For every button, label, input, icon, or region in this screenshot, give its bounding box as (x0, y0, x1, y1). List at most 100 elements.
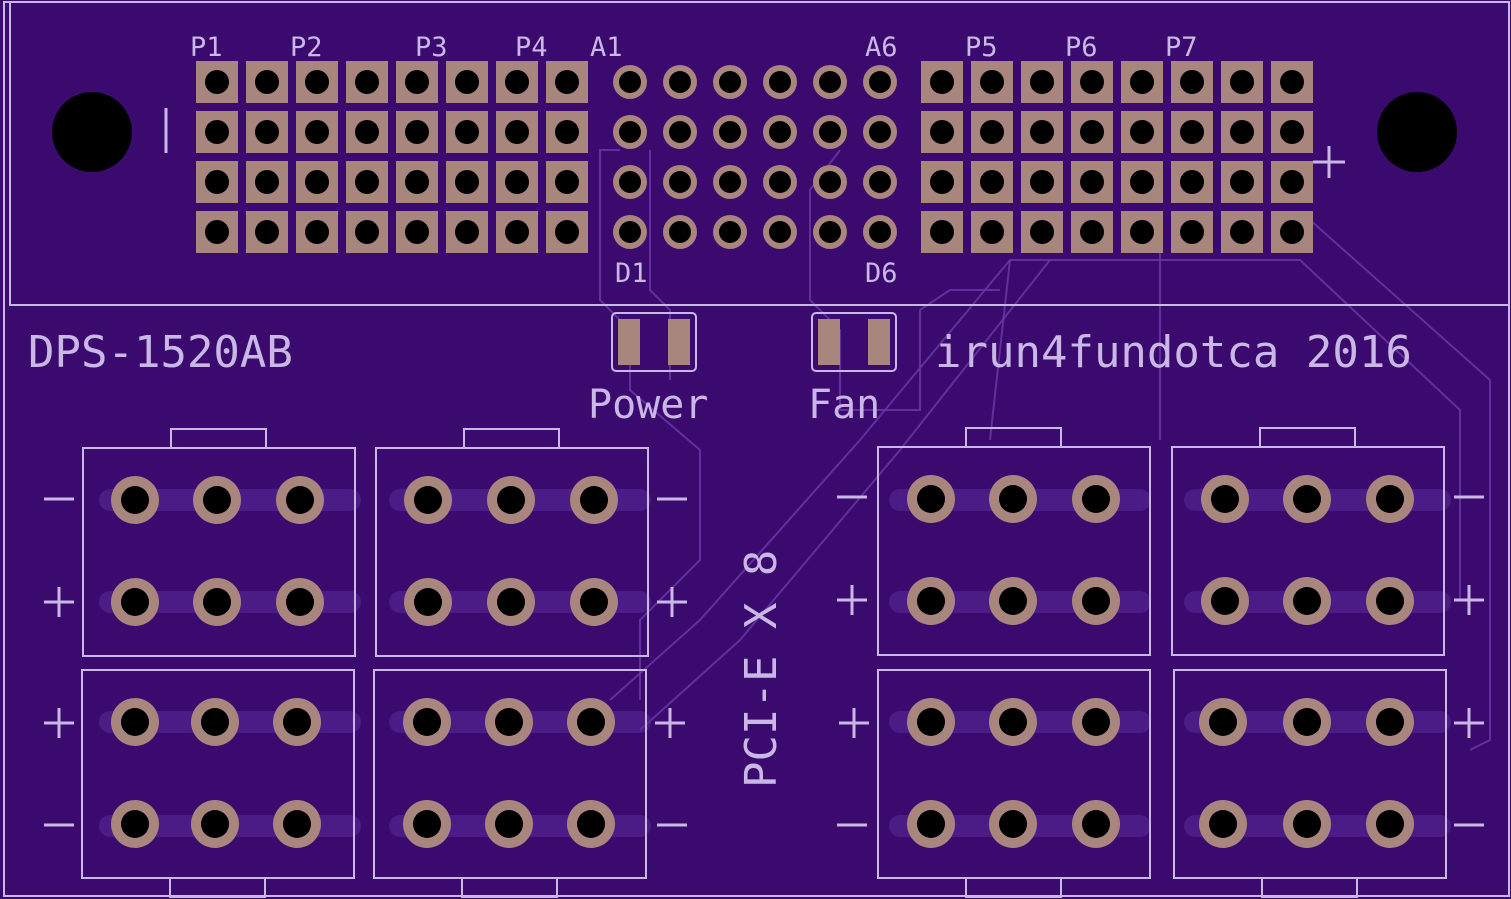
polarity-marks (44, 495, 1484, 827)
pcie-connector-7 (877, 669, 1151, 898)
connector-pin (1072, 698, 1120, 746)
header-right-pad (1221, 61, 1263, 103)
header-right-pad (1171, 111, 1213, 153)
header-right-pad (1271, 211, 1313, 253)
header-left-pad (196, 61, 238, 103)
header-right-pad (1071, 211, 1113, 253)
connector-pin (485, 800, 533, 848)
model-label: DPS-1520AB (28, 327, 293, 378)
header-center-pad (713, 215, 747, 249)
header-center-pad (663, 215, 697, 249)
header-center-pad (863, 215, 897, 249)
jumper-power-label: Power (588, 382, 708, 428)
connector-pin (111, 698, 159, 746)
header-right-pad (1221, 161, 1263, 203)
connector-pin (989, 800, 1037, 848)
header-left-pad (346, 111, 388, 153)
header-right-pad (971, 211, 1013, 253)
plus-mark (1454, 585, 1484, 615)
header-left-pad (346, 211, 388, 253)
header-left-pad (546, 211, 588, 253)
connector-pin (1366, 698, 1414, 746)
jumper-power (611, 312, 697, 372)
label-p3: P3 (415, 32, 448, 63)
header-left-pad (496, 111, 538, 153)
header-right-pad (1271, 111, 1313, 153)
connector-pin (111, 476, 159, 524)
connector-pin (1366, 800, 1414, 848)
connector-pin (1283, 800, 1331, 848)
connector-pin (1283, 577, 1331, 625)
header-right-pad (971, 61, 1013, 103)
header-left-pad (346, 161, 388, 203)
header-right-pad (1271, 161, 1313, 203)
header-left-pad (196, 161, 238, 203)
jumper-fan (811, 312, 897, 372)
author-label: irun4fundotca 2016 (935, 327, 1412, 378)
header-right-pad (1021, 61, 1063, 103)
header-right-pad (971, 111, 1013, 153)
label-p2: P2 (290, 32, 323, 63)
header-left-pad (196, 211, 238, 253)
connector-pin (193, 476, 241, 524)
connector-pin (1072, 475, 1120, 523)
board-outline (3, 1, 1510, 897)
connector-pin (485, 698, 533, 746)
header-right-pad (1121, 111, 1163, 153)
label-p7: P7 (1165, 32, 1198, 63)
label-d6: D6 (865, 258, 898, 289)
jumper-fan-label: Fan (808, 382, 880, 428)
header-right-pad (1121, 211, 1163, 253)
header-left-pad (496, 211, 538, 253)
header-left-pad (396, 211, 438, 253)
connector-pin (273, 698, 321, 746)
header-center-pad (813, 115, 847, 149)
connector-pin (191, 698, 239, 746)
header-right-pad (1271, 61, 1313, 103)
connector-pin (1283, 475, 1331, 523)
label-d1: D1 (615, 258, 648, 289)
header-center-pad (613, 65, 647, 99)
connector-pin (989, 577, 1037, 625)
connector-pin (403, 698, 451, 746)
header-right-pad (921, 211, 963, 253)
connector-pin (907, 577, 955, 625)
header-right-pad (1021, 161, 1063, 203)
header-left-pad (396, 161, 438, 203)
connector-pin (1072, 800, 1120, 848)
plus-mark (44, 587, 74, 617)
header-right-pad (1171, 161, 1213, 203)
connector-pin (276, 476, 324, 524)
header-pads-left (196, 61, 588, 253)
header-left-pad (296, 211, 338, 253)
header-center-pad (613, 215, 647, 249)
header-left-pad (446, 111, 488, 153)
header-left-pad (496, 61, 538, 103)
label-a6: A6 (865, 32, 898, 63)
pcie-connector-2 (375, 428, 649, 657)
header-center-pad (613, 165, 647, 199)
header-right-pad (1221, 111, 1263, 153)
connector-pin (111, 800, 159, 848)
connector-pin (1201, 577, 1249, 625)
connector-pin (111, 578, 159, 626)
header-left-pad (446, 61, 488, 103)
connector-pin (907, 800, 955, 848)
header-right-pad (1021, 111, 1063, 153)
header-center-pad (713, 65, 747, 99)
connector-pin (1366, 475, 1414, 523)
header-left-pad (196, 111, 238, 153)
header-right-pad (1171, 211, 1213, 253)
connector-pin (404, 476, 452, 524)
plus-mark (839, 708, 869, 738)
connector-pin (273, 800, 321, 848)
connector-pin (193, 578, 241, 626)
connector-pin (989, 475, 1037, 523)
connector-pin (570, 578, 618, 626)
header-left-pad (546, 61, 588, 103)
connector-pin (570, 476, 618, 524)
connector-pin (567, 698, 615, 746)
connector-pin (1366, 577, 1414, 625)
header-left-pad (396, 61, 438, 103)
plus-mark (655, 708, 685, 738)
